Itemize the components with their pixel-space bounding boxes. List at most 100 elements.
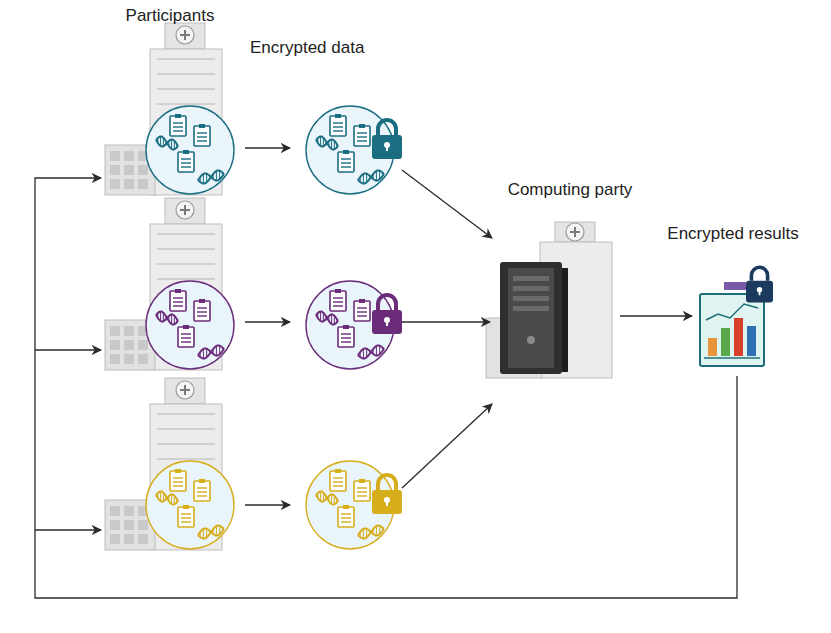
dna-rung (222, 173, 223, 176)
dna-rung (203, 529, 204, 539)
dna-rung (160, 311, 161, 321)
dna-rung (213, 529, 214, 534)
clipboard-line (197, 140, 207, 141)
dna-rung (157, 313, 158, 318)
clipboard-clip (343, 505, 349, 509)
clipboard-line (197, 315, 207, 316)
floor-line (157, 428, 215, 430)
window (110, 520, 120, 530)
node-group: Participants (95, 6, 245, 566)
node-heading: Encrypted data (250, 38, 420, 58)
dna-rung (337, 499, 338, 502)
window (124, 151, 134, 161)
dna-rung (331, 494, 332, 504)
dna-strand (156, 136, 178, 149)
padlock-keyhole (386, 500, 388, 506)
node-group: Computing party (500, 180, 640, 380)
window (124, 354, 134, 364)
dna-strand (198, 525, 224, 538)
dna-rung (360, 177, 361, 182)
dna-strand (316, 491, 338, 504)
dna-rung (177, 499, 178, 502)
floor-line (157, 58, 215, 60)
clipboard-clip (343, 325, 349, 329)
dna-rung (209, 531, 210, 534)
clipboard-line (173, 301, 183, 302)
clipboard-clip (199, 479, 205, 483)
window (124, 520, 134, 530)
window (124, 326, 134, 336)
floor-line (157, 263, 215, 265)
dna-rung (328, 496, 329, 501)
hospital-roof (165, 23, 205, 49)
dna-rung (366, 174, 367, 183)
window (110, 165, 120, 175)
arrow-line (402, 321, 490, 322)
clipboard (354, 126, 370, 146)
clipboard (330, 291, 346, 311)
dna-rung (328, 316, 329, 321)
clipboard (338, 152, 354, 172)
arrow-line (245, 504, 290, 505)
window (110, 151, 120, 161)
clipboard-line (341, 337, 351, 338)
dna-rung (337, 144, 338, 147)
clipboard-line (197, 307, 207, 308)
server (486, 222, 612, 378)
node-group: Encrypted results (640, 224, 826, 372)
dna-rung (222, 528, 223, 531)
arrow-line (402, 170, 492, 238)
dna-rung (373, 174, 374, 179)
clipboard-clip (183, 150, 189, 154)
clipboard-line (173, 130, 183, 131)
clipboard-line (341, 166, 351, 167)
clipboard-clip (175, 469, 181, 473)
node-group: Encrypted data (250, 38, 420, 558)
clipboard-line (341, 513, 351, 514)
window (124, 179, 134, 189)
server-side (562, 268, 568, 372)
dna-rung (317, 493, 318, 498)
clipboard-clip (175, 114, 181, 118)
dna-strand (358, 345, 384, 358)
flow-arrow (35, 178, 737, 598)
floor-line (157, 458, 215, 460)
dna-rung (382, 528, 383, 531)
hospital-sign (176, 201, 194, 219)
clipboard-line (181, 166, 191, 167)
clipboard-line (333, 297, 343, 298)
dna-rung (160, 491, 161, 501)
floor-line (157, 73, 215, 75)
dna-rung (382, 348, 383, 351)
dna-rung (171, 314, 172, 324)
clipboard-line (333, 130, 343, 131)
drive-bay (513, 276, 549, 281)
clipboard-line (357, 311, 367, 312)
dna-rung (366, 529, 367, 538)
node-heading: Computing party (500, 180, 640, 200)
dna-rung (166, 141, 167, 144)
dna-rung (200, 352, 201, 357)
dna-rung (360, 352, 361, 357)
dna-rung (160, 136, 161, 146)
clipboard (170, 471, 186, 491)
dna-rung (363, 349, 364, 359)
clipboard-line (341, 521, 351, 522)
dna-rung (203, 349, 204, 359)
hospital (105, 198, 234, 370)
clipboard-line (357, 140, 367, 141)
clipboard (194, 301, 210, 321)
data-bubble (146, 106, 234, 194)
flow-arrow (620, 316, 692, 317)
dna-rung (323, 138, 324, 147)
clipboard (330, 471, 346, 491)
dna-rung (334, 496, 335, 505)
drive-bay (513, 306, 549, 311)
padlock-keyhole (386, 145, 388, 151)
window (110, 326, 120, 336)
dna-rung (337, 319, 338, 322)
arrow-line (620, 315, 692, 316)
clipboard-line (181, 333, 191, 334)
clipboard-line (181, 517, 191, 518)
